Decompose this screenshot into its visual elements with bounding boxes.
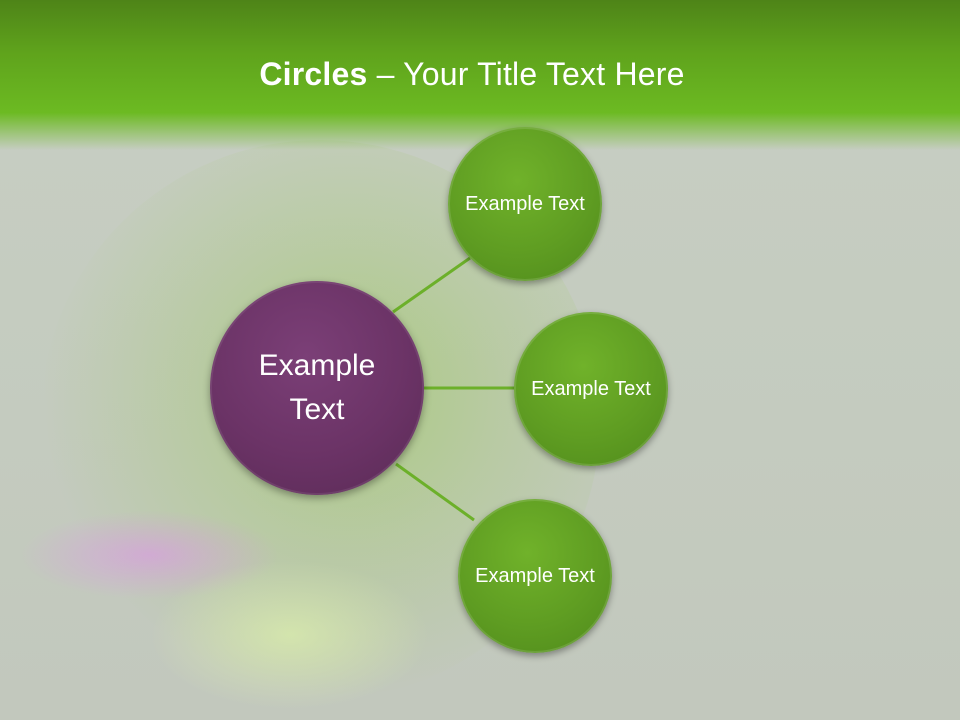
connector-line-bottom	[395, 462, 475, 522]
center-circle[interactable]: Example Text	[210, 281, 424, 495]
center-circle-label: Example Text	[258, 349, 376, 426]
satellite-circle-label: Example Text	[465, 193, 585, 215]
satellite-circle-top[interactable]: Example Text	[448, 127, 602, 281]
satellite-circle-middle[interactable]: Example Text	[514, 312, 668, 466]
title-band	[0, 0, 960, 150]
slide-title-rest: – Your Title Text Here	[367, 56, 685, 92]
slide-title-bold: Circles	[259, 56, 368, 92]
slide-title[interactable]: Circles – Your Title Text Here	[0, 56, 944, 93]
satellite-circle-label: Example Text	[531, 378, 651, 400]
background-light-glow	[150, 560, 430, 710]
connector-line-top	[392, 256, 471, 314]
satellite-circle-bottom[interactable]: Example Text	[458, 499, 612, 653]
satellite-circle-label: Example Text	[475, 565, 595, 587]
